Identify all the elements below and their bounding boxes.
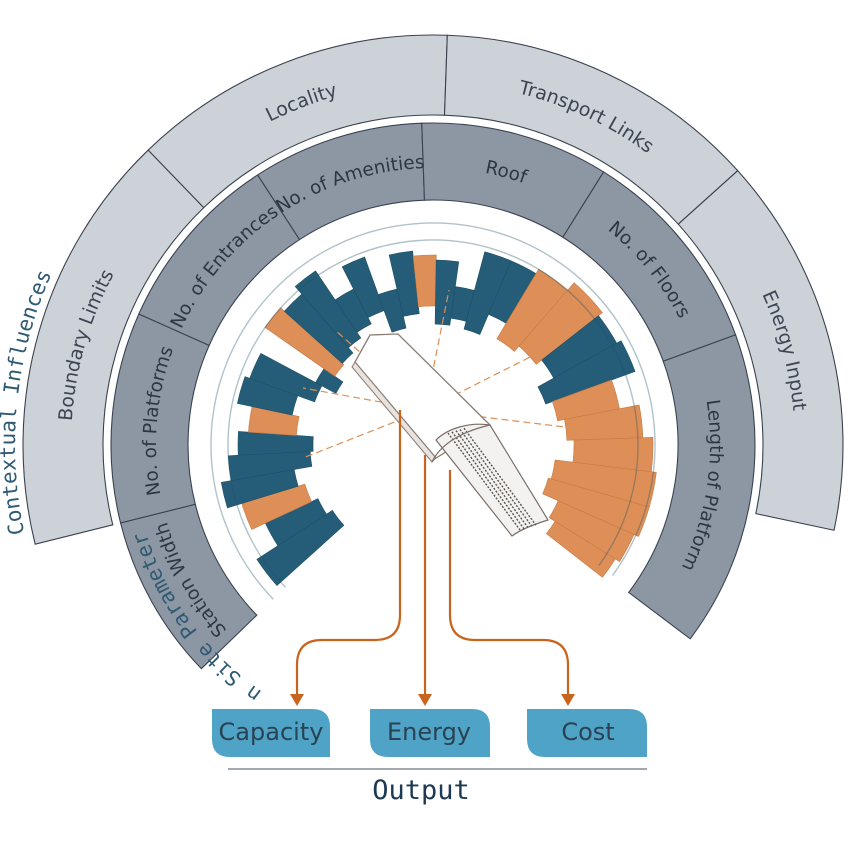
arrowhead-capacity-icon	[290, 694, 304, 706]
radial-bar	[463, 251, 512, 335]
platform-track-line	[451, 431, 525, 530]
radial-bar	[548, 500, 635, 562]
radial-bar	[248, 406, 300, 436]
radial-bar	[388, 250, 420, 317]
radial-bar	[294, 270, 362, 349]
arrowhead-cost-icon	[561, 694, 575, 706]
output-flows	[290, 410, 575, 706]
radial-bar	[283, 293, 354, 364]
radial-bar	[264, 498, 327, 547]
radial-bar	[241, 483, 312, 530]
radial-bar	[551, 379, 620, 422]
platform-track-line	[455, 430, 529, 529]
flow-line-cost	[448, 470, 570, 698]
output-title: Output	[372, 775, 470, 806]
radial-bar	[564, 404, 644, 441]
output-box-cost	[527, 709, 647, 757]
platform-track-line	[447, 432, 521, 531]
output-label-cost: Cost	[561, 718, 614, 746]
connector-dash	[302, 387, 426, 411]
output-label-energy: Energy	[387, 718, 471, 746]
bar-ring-guide	[210, 222, 656, 600]
outer-ring: Boundary Limits Locality Transport Links…	[22, 34, 844, 545]
radial-bar	[546, 520, 616, 578]
flow-line-capacity	[295, 410, 402, 698]
platform-track-line	[459, 428, 533, 527]
radial-bar	[518, 282, 603, 365]
output-capacity: Capacity	[212, 709, 330, 757]
radial-bar	[542, 477, 650, 537]
output-cost: Cost	[527, 709, 647, 757]
radial-bar	[334, 288, 372, 333]
bar-ring-guide	[227, 239, 639, 588]
connector-dash	[424, 289, 450, 411]
radial-bar	[256, 509, 345, 586]
radial-bar	[537, 340, 636, 405]
output-box-energy	[370, 709, 490, 757]
station-module-illustration	[351, 333, 549, 537]
output-label-capacity: Capacity	[219, 718, 324, 746]
radial-bar	[434, 259, 460, 326]
outer-segment-energy-input	[677, 169, 844, 531]
radial-bar	[377, 288, 407, 333]
arrowhead-energy-icon	[418, 694, 432, 706]
output-box-capacity	[212, 709, 330, 757]
platform-arc-line	[431, 424, 491, 463]
radial-bars	[210, 222, 657, 600]
radial-bar	[264, 307, 345, 377]
output-energy: Energy	[370, 709, 490, 757]
platform-track-line	[463, 427, 537, 526]
radial-bar	[496, 268, 568, 352]
platform-tracks	[447, 427, 537, 531]
radial-bar	[237, 431, 314, 456]
mid-segment-platform-length	[627, 334, 756, 640]
